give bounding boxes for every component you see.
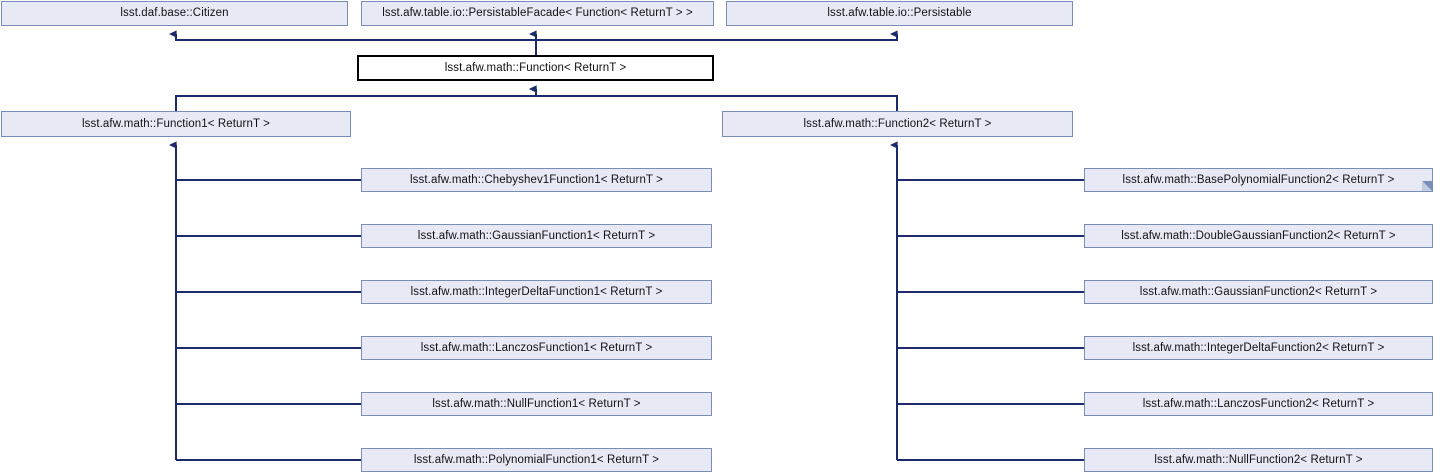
node-label: lsst.afw.math::IntegerDeltaFunction1< Re… [410, 285, 663, 298]
node-function2[interactable]: lsst.afw.math::Function2< ReturnT > [722, 111, 1073, 137]
node-chebyshev1function1[interactable]: lsst.afw.math::Chebyshev1Function1< Retu… [361, 168, 712, 192]
node-citizen[interactable]: lsst.daf.base::Citizen [1, 1, 348, 26]
node-label: lsst.afw.math::Function2< ReturnT > [803, 117, 992, 130]
node-label: lsst.afw.math::DoubleGaussianFunction2< … [1121, 229, 1396, 242]
edge-function-to-persistable [535, 30, 898, 55]
node-gaussianfunction2[interactable]: lsst.afw.math::GaussianFunction2< Return… [1084, 280, 1433, 304]
node-label: lsst.afw.math::GaussianFunction1< Return… [417, 229, 656, 242]
node-label: lsst.afw.math::Chebyshev1Function1< Retu… [410, 173, 663, 186]
node-function1[interactable]: lsst.afw.math::Function1< ReturnT > [1, 111, 351, 137]
node-label: lsst.afw.math::IntegerDeltaFunction2< Re… [1132, 341, 1385, 354]
node-lanczosfunction2[interactable]: lsst.afw.math::LanczosFunction2< ReturnT… [1084, 392, 1433, 416]
node-label: lsst.afw.math::GaussianFunction2< Return… [1139, 285, 1378, 298]
node-nullfunction1[interactable]: lsst.afw.math::NullFunction1< ReturnT > [361, 392, 712, 416]
node-polynomialfunction1[interactable]: lsst.afw.math::PolynomialFunction1< Retu… [361, 448, 712, 472]
node-function-current[interactable]: lsst.afw.math::Function< ReturnT > [357, 55, 714, 81]
node-label: lsst.afw.table.io::PersistableFacade< Fu… [382, 7, 693, 19]
node-persistable-facade[interactable]: lsst.afw.table.io::PersistableFacade< Fu… [361, 1, 714, 26]
edge-function-to-citizen [169, 30, 537, 55]
node-label: lsst.afw.math::Function< ReturnT > [444, 61, 627, 74]
node-lanczosfunction1[interactable]: lsst.afw.math::LanczosFunction1< ReturnT… [361, 336, 712, 360]
node-basepolynomialfunction2[interactable]: lsst.afw.math::BasePolynomialFunction2< … [1084, 168, 1433, 192]
node-nullfunction2[interactable]: lsst.afw.math::NullFunction2< ReturnT > [1084, 448, 1433, 472]
node-label: lsst.afw.math::NullFunction2< ReturnT > [1154, 453, 1363, 466]
node-label: lsst.afw.math::BasePolynomialFunction2< … [1122, 173, 1395, 186]
node-label: lsst.daf.base::Citizen [120, 7, 229, 19]
node-label: lsst.afw.table.io::Persistable [827, 7, 972, 19]
node-label: lsst.afw.math::NullFunction1< ReturnT > [432, 397, 641, 410]
node-label: lsst.afw.math::Function1< ReturnT > [81, 117, 271, 130]
node-integerdeltafunction2[interactable]: lsst.afw.math::IntegerDeltaFunction2< Re… [1084, 336, 1433, 360]
node-doublegaussianfunction2[interactable]: lsst.afw.math::DoubleGaussianFunction2< … [1084, 224, 1433, 248]
edge-function1-to-function [175, 85, 537, 111]
node-persistable[interactable]: lsst.afw.table.io::Persistable [726, 1, 1073, 26]
node-label: lsst.afw.math::LanczosFunction2< ReturnT… [1142, 397, 1375, 410]
node-label: lsst.afw.math::LanczosFunction1< ReturnT… [420, 341, 653, 354]
node-gaussianfunction1[interactable]: lsst.afw.math::GaussianFunction1< Return… [361, 224, 712, 248]
edge-function2-to-function [529, 85, 898, 111]
node-integerdeltafunction1[interactable]: lsst.afw.math::IntegerDeltaFunction1< Re… [361, 280, 712, 304]
node-label: lsst.afw.math::PolynomialFunction1< Retu… [413, 453, 660, 466]
